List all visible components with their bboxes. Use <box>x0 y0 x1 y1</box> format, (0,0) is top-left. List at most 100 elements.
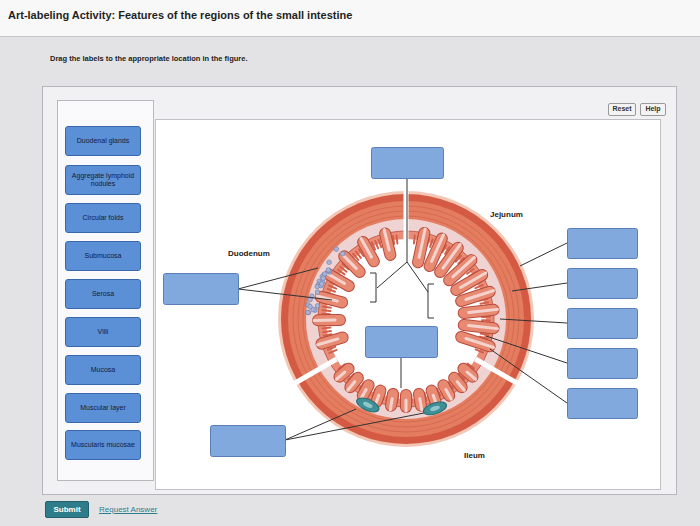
label-chip: Aggregate lymphoid nodules <box>65 165 141 195</box>
leader-line <box>520 243 567 266</box>
node-text: Submucosa <box>85 252 122 260</box>
duodenal-gland <box>306 310 311 315</box>
region-label: Ileum <box>464 451 485 460</box>
toolbar-button: Help <box>640 103 666 116</box>
leader-line <box>238 289 332 300</box>
villus <box>322 309 330 312</box>
fold-core <box>432 235 444 261</box>
fold-core <box>469 309 498 312</box>
node-text: Serosa <box>92 290 114 298</box>
node-text: Help <box>645 105 660 113</box>
fold-core <box>453 257 475 276</box>
drop-target <box>366 327 438 358</box>
villus <box>480 302 488 304</box>
section-gap <box>404 187 409 239</box>
leader-line <box>401 357 402 388</box>
duodenal-gland <box>322 272 327 277</box>
section-gap <box>475 359 520 385</box>
drop-target <box>568 349 638 379</box>
duodenal-gland <box>308 304 313 309</box>
activity-title: Art-labeling Activity: Features of the r… <box>8 9 352 22</box>
fold-core <box>405 400 408 411</box>
node-text: Muscular layer <box>80 404 126 412</box>
leader-line <box>407 178 408 262</box>
drop-target <box>568 309 638 339</box>
node-text: Mucosa <box>91 366 116 374</box>
lymphoid-nodule <box>422 399 448 417</box>
duodenal-gland <box>315 290 320 295</box>
muscle-striation <box>298 211 514 427</box>
villus <box>375 241 378 248</box>
label-chip: Muscular layer <box>65 393 141 423</box>
villus <box>481 334 489 336</box>
fold-core <box>419 229 425 257</box>
fold-core <box>461 273 486 288</box>
fold-core <box>466 338 494 347</box>
fold-core <box>348 382 355 391</box>
muscle-striation <box>293 206 519 432</box>
bracket <box>370 273 376 302</box>
label-chip: Serosa <box>65 279 141 309</box>
fold-core <box>467 372 475 379</box>
villus <box>475 285 482 288</box>
duodenal-gland <box>340 251 345 256</box>
duodenal-gland <box>334 247 339 252</box>
fold-core <box>314 319 335 322</box>
villus <box>323 331 331 332</box>
drop-target <box>164 274 239 305</box>
folds-group <box>306 229 498 411</box>
divider <box>0 36 700 37</box>
leader-line <box>285 413 424 440</box>
leader-line <box>500 319 567 323</box>
fold-core <box>469 326 498 329</box>
villus <box>323 307 331 308</box>
villus <box>329 350 336 353</box>
duodenal-gland <box>306 310 311 315</box>
villus <box>395 236 398 244</box>
fold-core <box>390 399 392 410</box>
bracket <box>428 284 434 318</box>
villus <box>329 286 336 289</box>
muscle-striation <box>303 216 509 422</box>
fold-core <box>443 245 460 268</box>
title-bar <box>0 0 700 36</box>
link-text: Request Answer <box>99 505 157 514</box>
nodule-center <box>430 405 441 412</box>
submucosa-ring <box>306 219 506 419</box>
node-text: Submit <box>53 505 80 514</box>
mucosa-ring <box>318 231 494 407</box>
fold-core <box>361 239 371 257</box>
leader-line <box>238 268 318 289</box>
node-text: Muscularis mucosae <box>71 441 135 449</box>
leader-line <box>285 409 356 440</box>
drop-target <box>568 389 638 419</box>
label-chip: Mucosa <box>65 355 141 385</box>
instruction-text: Drag the labels to the appropriate locat… <box>50 55 248 64</box>
drop-target <box>568 229 638 259</box>
label-chip: Villi <box>65 317 141 347</box>
leader-lines <box>238 178 567 440</box>
drop-targets <box>164 148 638 457</box>
fold-core <box>384 230 389 250</box>
duodenal-gland <box>326 268 331 273</box>
label-chip: Circular folds <box>65 203 141 233</box>
fold-core <box>457 382 464 391</box>
fold-core <box>336 372 344 379</box>
drop-target <box>211 426 286 457</box>
label-chip: Muscularis mucosae <box>65 430 141 460</box>
duodenal-gland <box>319 282 324 287</box>
leader-line <box>512 283 567 291</box>
node-text: Circular folds <box>83 214 124 222</box>
lumen <box>326 239 486 399</box>
label-chip: Duodenal glands <box>65 126 141 156</box>
node-text: Duodenal glands <box>77 137 130 145</box>
activity-panel <box>43 87 677 495</box>
leader-line <box>486 336 567 363</box>
leader-line <box>490 349 567 403</box>
fold-core <box>318 339 338 345</box>
duodenal-gland <box>315 304 320 309</box>
leader-line <box>407 262 428 292</box>
toolbar-button: Reset <box>608 103 636 116</box>
label-bank <box>58 101 154 481</box>
nodule-center <box>362 401 373 409</box>
